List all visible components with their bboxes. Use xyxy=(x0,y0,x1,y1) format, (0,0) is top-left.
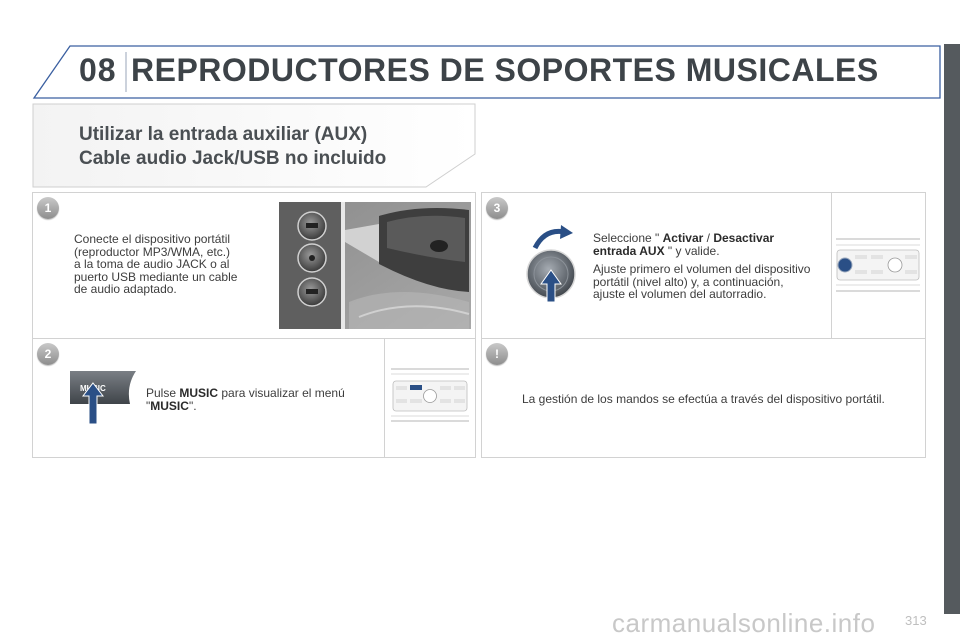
step-3-text-bold: entrada AUX xyxy=(593,243,665,258)
step-1-line: puerto USB mediante un cable xyxy=(74,269,238,284)
volume-knob-highlight xyxy=(837,257,853,273)
note-text: La gestión de los mandos se efectúa a tr… xyxy=(522,392,885,406)
step-3-line: Ajuste primero el volumen del dispositiv… xyxy=(593,262,811,276)
section-title-frame xyxy=(32,103,476,188)
step-1-line: (reproductor MP3/WMA, etc.) xyxy=(74,244,231,259)
section-title-line1: Utilizar la entrada auxiliar (AUX) xyxy=(79,124,368,145)
step-1-line: Conecte el dispositivo portátil xyxy=(74,232,231,246)
step-3-text-part: / xyxy=(703,231,714,245)
step-1-badge: 1 xyxy=(37,197,59,219)
step-2-text-bold: MUSIC xyxy=(179,386,219,400)
warning-icon: ! xyxy=(486,343,508,365)
music-button-illustration: MUSIC xyxy=(70,371,136,425)
step-2-divider xyxy=(384,338,385,457)
step-2-text-part: ". xyxy=(188,398,197,413)
section-title-line2: Cable audio Jack/USB no incluido xyxy=(79,148,387,169)
arrow-up-icon xyxy=(540,269,562,302)
step-3-text-bold: Activar xyxy=(662,231,704,245)
step-3-text-bold: Desactivar xyxy=(713,231,775,245)
step-3-divider xyxy=(831,192,832,338)
header-frame xyxy=(32,45,941,99)
step-3-line: ajuste el volumen del autorradio. xyxy=(593,287,767,301)
chapter-number: 08 xyxy=(79,52,117,88)
step-1-text: Conecte el dispositivo portátil (reprodu… xyxy=(74,233,274,296)
side-tab xyxy=(944,44,960,614)
step-1-line: a la toma de audio JACK o al xyxy=(74,257,230,271)
step-3-line: portátil (nivel alto) y, a continuación, xyxy=(593,274,784,289)
watermark: carmanualsonline.info xyxy=(612,608,876,638)
step-3-text-part: " y valide. xyxy=(664,243,720,258)
arrow-up-icon xyxy=(81,382,105,425)
music-key-highlight xyxy=(410,385,422,390)
rotary-knob-illustration xyxy=(526,225,576,302)
radio-panel-thumbnail xyxy=(835,236,921,294)
step-2-badge: 2 xyxy=(37,343,59,365)
jack-usb-ports-image xyxy=(279,202,471,329)
step-2-text-part: para visualizar el menú xyxy=(218,386,345,400)
step-3-text-part: Seleccione " xyxy=(593,231,663,245)
step-2-text: Pulse MUSIC para visualizar el menú "MUS… xyxy=(146,387,378,412)
step-3-badge: 3 xyxy=(486,197,508,219)
note-box xyxy=(481,338,926,458)
step-1-line: de audio adaptado. xyxy=(74,282,177,296)
chapter-title: REPRODUCTORES DE SOPORTES MUSICALES xyxy=(131,52,879,88)
step-2-text-part: Pulse xyxy=(146,386,180,400)
page-number: 313 xyxy=(905,613,927,628)
radio-panel-thumbnail xyxy=(390,365,470,425)
step-2-text-bold: MUSIC xyxy=(150,398,189,413)
step-3-text: Seleccione " Activar / Desactivar entrad… xyxy=(593,232,829,301)
step-2-text-part: " xyxy=(146,398,151,413)
